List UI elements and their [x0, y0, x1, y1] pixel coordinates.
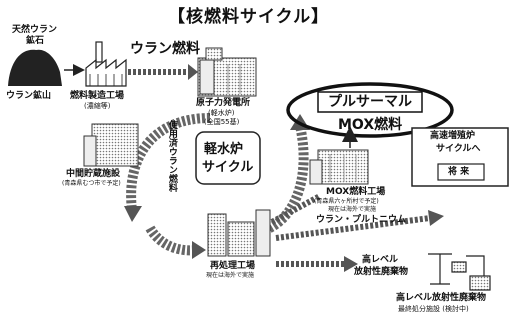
ore-rock-icon — [8, 49, 62, 86]
npp-count: (全国55基) — [204, 118, 240, 126]
cycle-center-line2: サイクル — [202, 160, 254, 175]
disposal-facility-icon — [428, 253, 491, 291]
plant-label: 燃料製造工場 — [70, 91, 125, 101]
mox-plant-building-icon — [309, 149, 369, 185]
mine-label: ウラン鉱山 — [6, 91, 52, 101]
mox-plant-sublabel: (青森県六ヶ所村で予定) — [314, 198, 379, 205]
disposal-sublabel: 最終処分施設 (検討中) — [398, 305, 469, 313]
arrow-u-pu — [270, 193, 322, 225]
pluthermal-box — [317, 91, 423, 113]
fbr-label: 高速増殖炉 — [430, 131, 476, 141]
arrow-cycle-bottom — [145, 225, 197, 256]
mox-fuel-label: MOX燃料 — [338, 117, 403, 133]
reprocessing-label: 再処理工場 — [210, 261, 256, 271]
cycle-center-box — [195, 131, 261, 185]
hlw-label: 高レベル — [362, 255, 399, 265]
cycle-center-line1: 軽水炉 — [204, 142, 244, 157]
reprocessing-sublabel: 現在は海外で実施 — [206, 272, 255, 279]
fbr-label-2: サイクルへ — [436, 144, 481, 154]
reprocessing-plant-icon — [207, 209, 271, 257]
pluthermal-label: プルサーマル — [328, 94, 412, 110]
mox-plant-note: 現在は海外で実施 — [328, 206, 377, 213]
future-label: 将 来 — [448, 167, 470, 177]
hlw-label-2: 放射性廃棄物 — [354, 267, 409, 277]
uranium-fuel-label: ウラン燃料 — [130, 41, 200, 57]
npp-building-icon — [197, 47, 257, 97]
diagram-title: 【核燃料サイクル】 — [168, 7, 330, 27]
u-pu-label: ウラン・プルトニウム — [316, 215, 407, 225]
ore-label: 天然ウラン — [12, 25, 58, 35]
future-box — [437, 163, 485, 181]
arrow-cycle-left — [126, 113, 211, 211]
interim-sublabel: (青森県むつ市で予定) — [62, 180, 121, 187]
disposal-label: 高レベル放射性廃棄物 — [396, 293, 487, 303]
factory-icon — [85, 41, 127, 87]
pluthermal-ellipse — [286, 82, 454, 138]
plant-sublabel: (濃縮等) — [84, 102, 111, 110]
npp-type: (軽水炉) — [208, 109, 235, 117]
spent-fuel-label: 使用済ウラン燃料 — [166, 120, 177, 192]
ore-label-2: 鉱石 — [26, 36, 45, 46]
interim-label: 中間貯蔵施設 — [66, 169, 121, 179]
arrow-to-fbr — [275, 215, 431, 241]
mox-plant-label: MOX燃料工場 — [326, 187, 386, 197]
interim-storage-icon — [83, 123, 139, 167]
npp-label: 原子力発電所 — [196, 98, 251, 108]
